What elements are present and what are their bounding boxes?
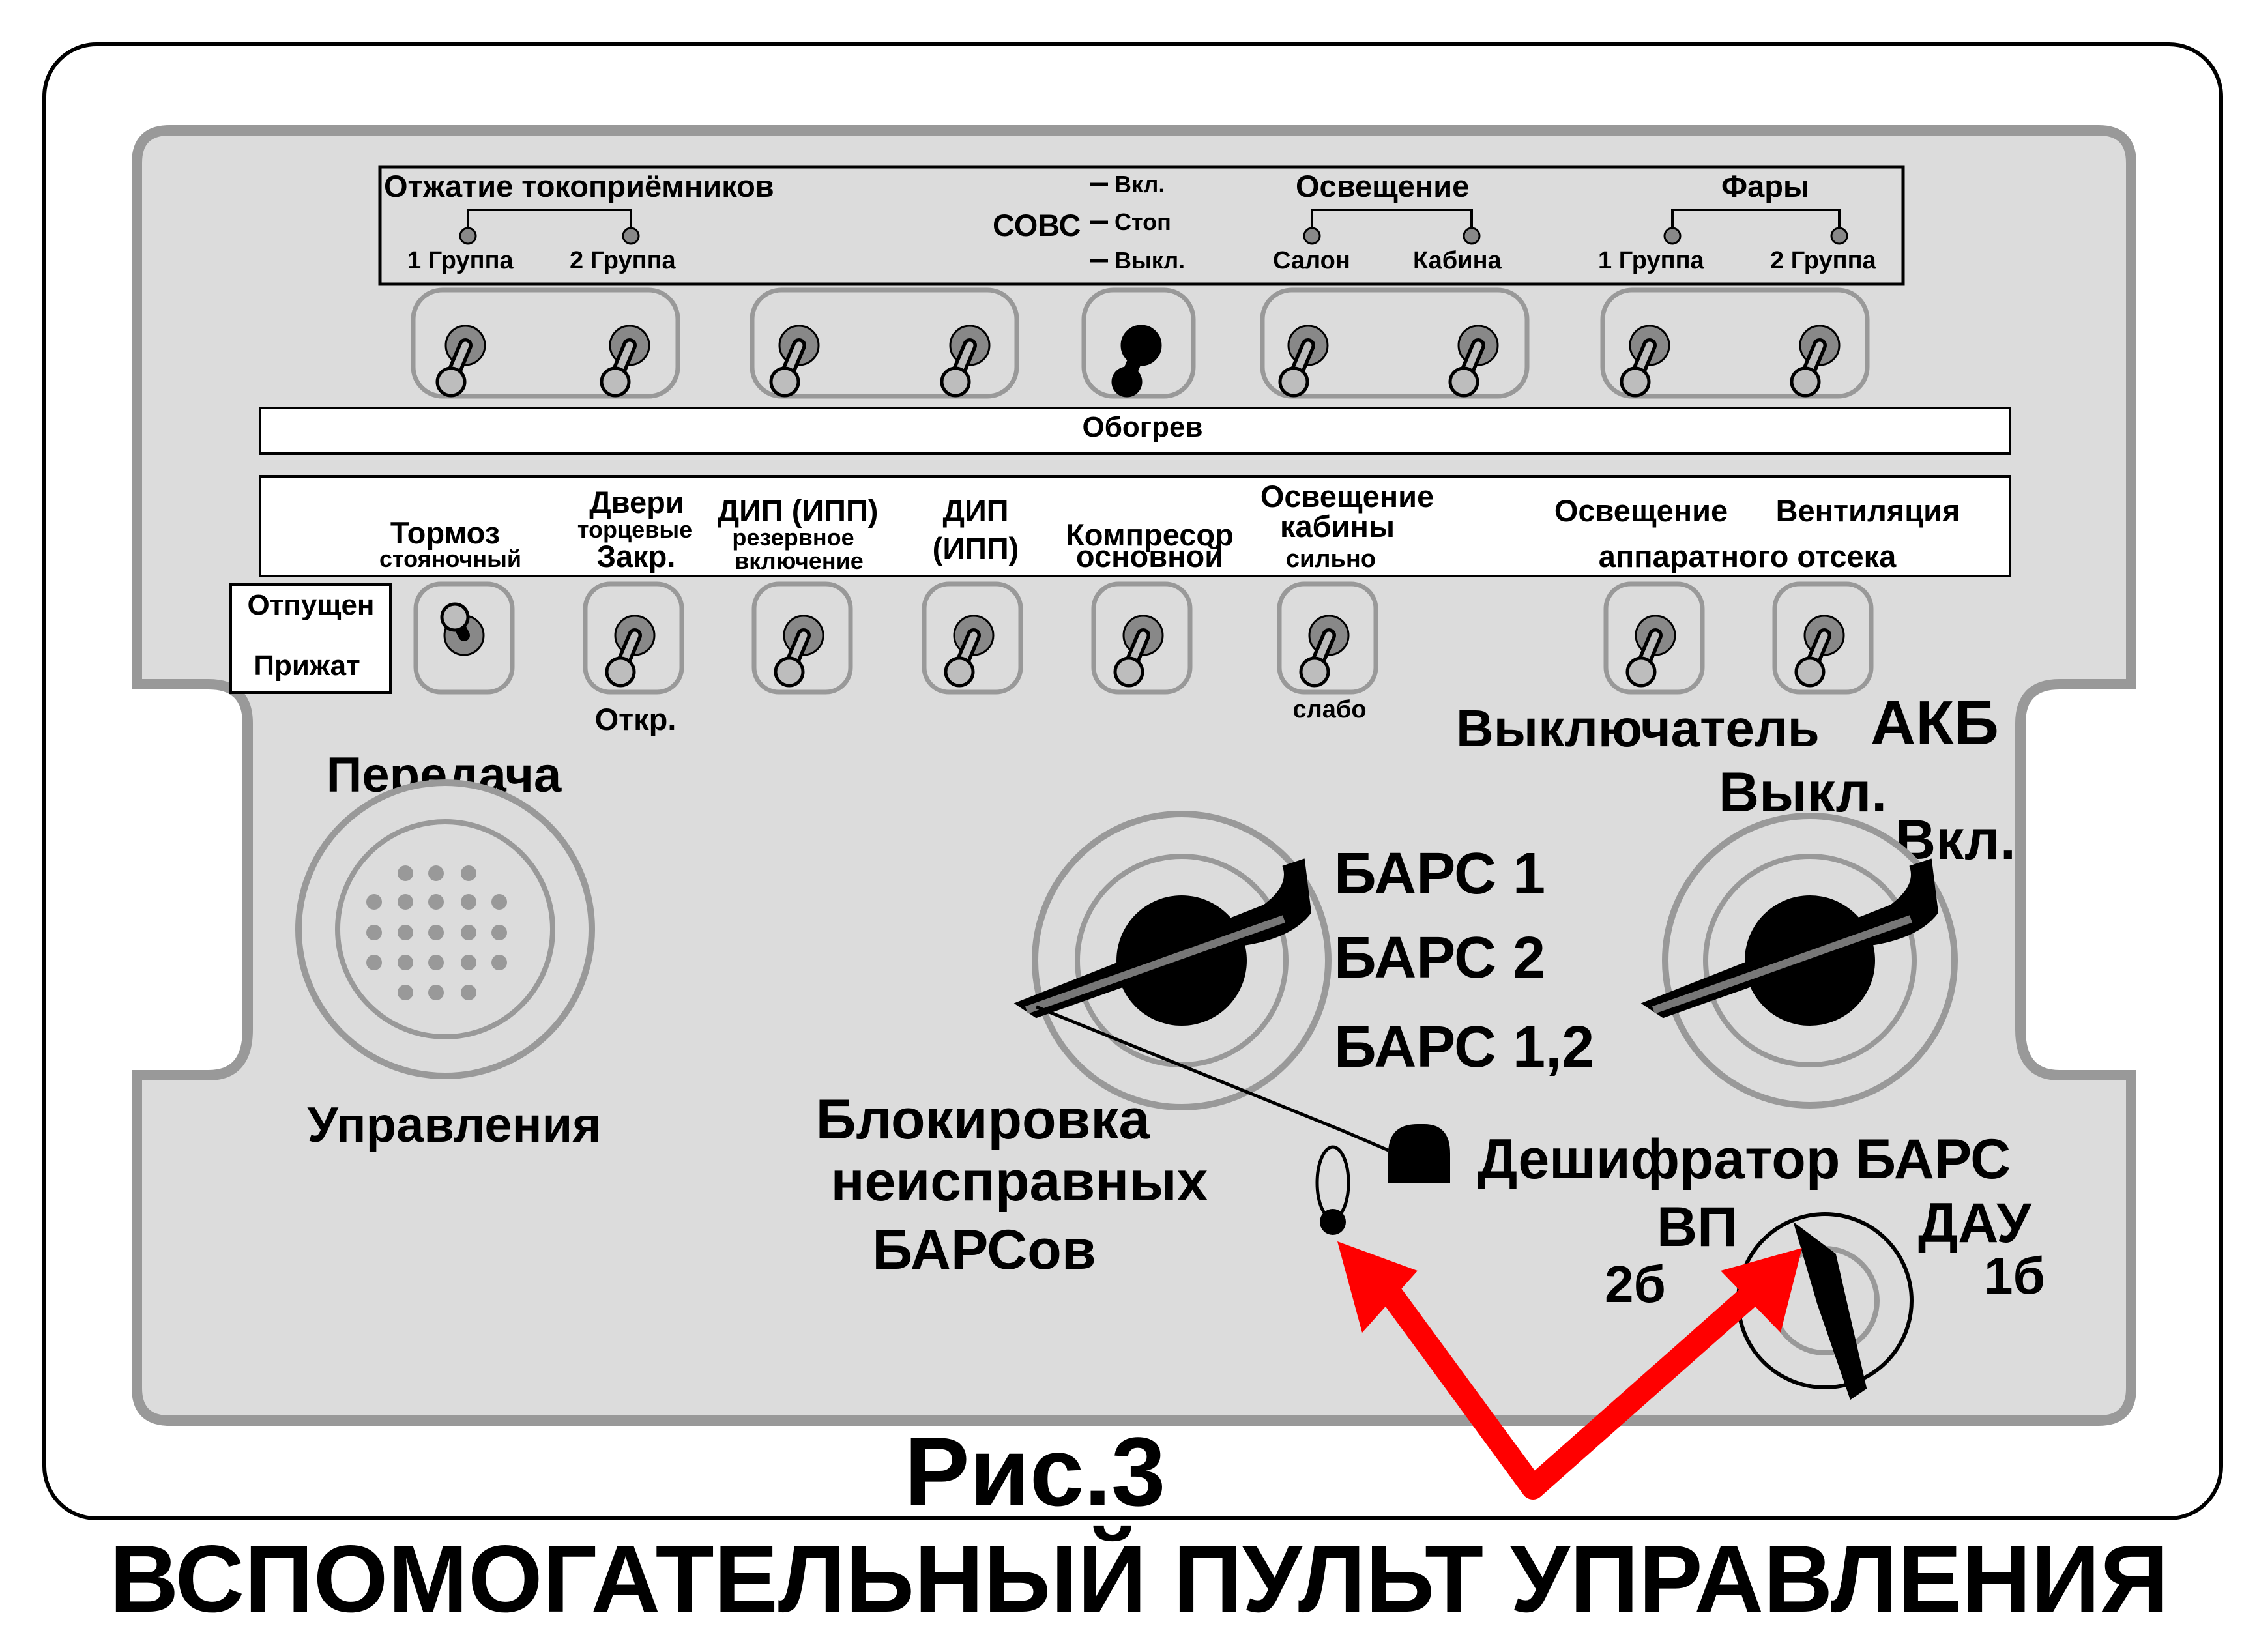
pantograph-bracket xyxy=(467,209,632,235)
red-arrows xyxy=(1337,1241,1802,1500)
top-label-box xyxy=(378,165,1905,286)
lighting-bracket xyxy=(1311,209,1473,235)
transmission-bottom-label: Управления xyxy=(307,1097,601,1153)
sovs-label: СОВС xyxy=(993,208,1081,242)
arrow-head-right xyxy=(1721,1248,1802,1333)
lock-cord xyxy=(1036,1005,1450,1235)
bay-label: аппаратного отсека xyxy=(1599,539,1897,573)
battery-title-1: Выключатель xyxy=(1456,699,1820,757)
cab-light-line2: кабины xyxy=(1280,509,1395,543)
pantograph-group1-label: 1 Группа xyxy=(407,247,514,274)
compressor-line2: основной xyxy=(1076,539,1223,573)
bars-lock-line2: неисправных xyxy=(831,1150,1208,1213)
decoder-dau-label: ДАУ xyxy=(1918,1192,2032,1254)
speaker-inner xyxy=(335,819,555,1039)
brake-title: Тормоз xyxy=(390,515,500,550)
brake-sub: стояночный xyxy=(379,545,521,572)
doors-open-label: Откр. xyxy=(595,702,677,736)
brake-released-label: Отпущен xyxy=(248,589,375,621)
headlights-bracket xyxy=(1671,209,1841,235)
headlights-group1-label: 1 Группа xyxy=(1598,247,1705,274)
headlights-group2-label: 2 Группа xyxy=(1770,247,1877,274)
dip-reserve-title: ДИП (ИПП) xyxy=(718,493,879,528)
bars-lock-line3: БАРСов xyxy=(872,1219,1096,1281)
speaker-grille xyxy=(366,865,507,1000)
middle-label-box xyxy=(259,475,2011,577)
doors-title: Двери xyxy=(589,485,684,519)
lighting-salon-label: Салон xyxy=(1273,247,1350,274)
sovs-stop-label: Стоп xyxy=(1114,209,1171,235)
pantograph-title: Отжатие токоприёмников xyxy=(384,169,774,203)
doors-sub: торцевые xyxy=(577,516,692,543)
sovs-on-label: Вкл. xyxy=(1114,171,1165,197)
battery-title-2: АКБ xyxy=(1871,688,1999,758)
heating-label: Обогрев xyxy=(1082,411,1202,443)
decoder-1b-label: 1б xyxy=(1984,1247,2045,1305)
pantograph-group2-label: 2 Группа xyxy=(570,247,677,274)
lighting-cabin-label: Кабина xyxy=(1413,247,1502,274)
brake-toggle[interactable] xyxy=(440,602,485,656)
dip-line2: (ИПП) xyxy=(933,531,1019,566)
brake-applied-label: Прижат xyxy=(254,650,360,682)
sovs-toggle[interactable] xyxy=(1111,325,1162,398)
decoder-2b-label: 2б xyxy=(1605,1255,1666,1313)
sovs-off-label: Выкл. xyxy=(1114,247,1185,274)
cab-light-weak-label: слабо xyxy=(1292,696,1366,723)
cab-light-line1: Освещение xyxy=(1260,479,1434,514)
bars-option-2: БАРС 2 xyxy=(1334,925,1545,991)
bars-option-3: БАРС 1,2 xyxy=(1334,1015,1594,1080)
ventilation-label: Вентиляция xyxy=(1776,493,1960,528)
decoder-switch-pointer[interactable] xyxy=(1793,1221,1867,1400)
heating-bar xyxy=(259,407,2011,455)
bars-option-1: БАРС 1 xyxy=(1334,841,1545,906)
decoder-vp-label: ВП xyxy=(1657,1196,1738,1258)
dip-reserve-sub2: включение xyxy=(735,547,864,574)
bars-lock-line1: Блокировка xyxy=(816,1088,1151,1151)
lighting-title: Освещение xyxy=(1296,169,1469,203)
arrow-head-left xyxy=(1337,1241,1418,1333)
lock-icon xyxy=(1388,1124,1450,1183)
decoder-title: Дешифратор БАРС xyxy=(1478,1128,2011,1191)
panel-title: ВСПОМОГАТЕЛЬНЫЙ ПУЛЬТ УПРАВЛЕНИЯ xyxy=(109,1525,2169,1632)
headlights-title: Фары xyxy=(1721,169,1809,203)
bay-lighting-label: Освещение xyxy=(1554,493,1728,528)
dip-reserve-sub1: резервное xyxy=(732,524,854,551)
dip-line1: ДИП xyxy=(942,493,1008,528)
figure-number: Рис.3 xyxy=(905,1417,1166,1526)
brake-state-box xyxy=(229,583,392,694)
cab-light-strong-label: сильно xyxy=(1286,545,1376,573)
doors-closed-label: Закр. xyxy=(597,539,676,573)
compressor-line1: Компресор xyxy=(1066,517,1234,552)
